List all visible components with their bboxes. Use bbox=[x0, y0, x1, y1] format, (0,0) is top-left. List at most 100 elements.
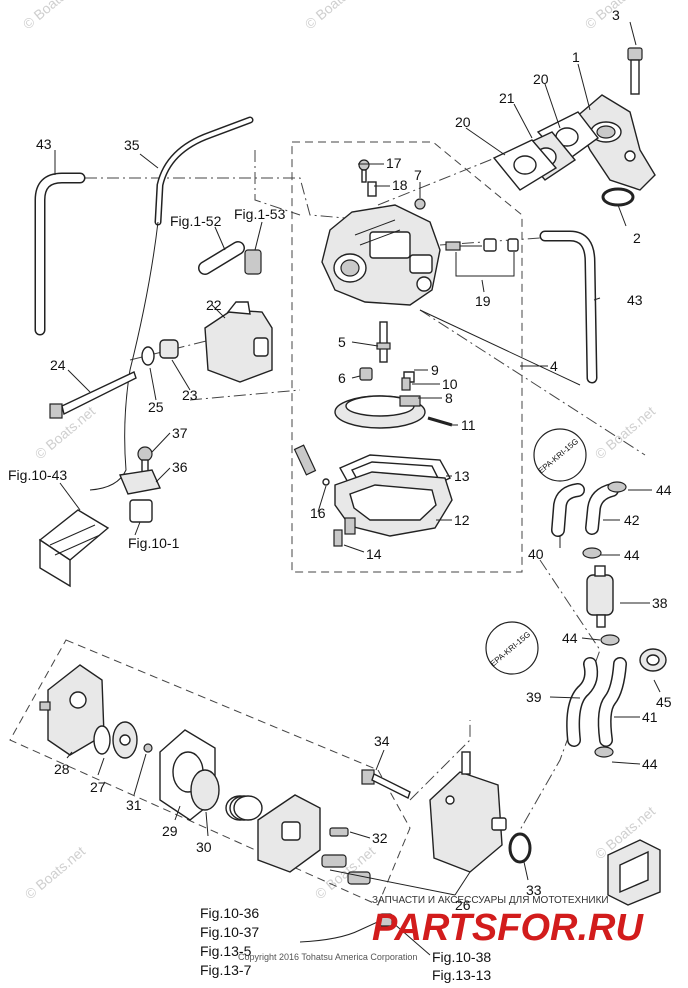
part-44-hose-clip-a bbox=[607, 481, 627, 493]
part-39-fuel-hose bbox=[566, 657, 599, 747]
figure-references: Fig.1-52 Fig.1-53 Fig.10-43 Fig.10-1 Fig… bbox=[8, 206, 491, 983]
label-part-27: 27 bbox=[90, 779, 106, 795]
label-part-40: 40 bbox=[528, 546, 544, 562]
watermark: © Boats.net bbox=[302, 0, 369, 32]
fig-ref-10-37: Fig.10-37 bbox=[200, 924, 259, 940]
label-part-14: 14 bbox=[366, 546, 382, 562]
part-34-bolt bbox=[361, 769, 411, 799]
label-part-1: 1 bbox=[572, 49, 580, 65]
fig1-53-clip bbox=[244, 249, 262, 275]
label-part-31: 31 bbox=[126, 797, 142, 813]
label-part-36: 36 bbox=[172, 459, 188, 475]
label-part-43: 43 bbox=[627, 292, 643, 308]
label-part-20: 20 bbox=[455, 114, 471, 130]
watermark: © Boats.net bbox=[22, 843, 89, 902]
part-27-valve bbox=[93, 725, 111, 755]
part-43-fuel-hose-left bbox=[34, 172, 86, 336]
part-27-diaphragm bbox=[112, 721, 138, 759]
part-10-needle-valve bbox=[401, 377, 411, 391]
fig-ref-10-38: Fig.10-38 bbox=[432, 949, 491, 965]
label-part-24: 24 bbox=[50, 357, 66, 373]
label-part-5: 5 bbox=[338, 334, 346, 350]
part-6-main-jet bbox=[359, 367, 373, 381]
part-30-diaphragm bbox=[190, 769, 220, 811]
carburetor-assembly-outline bbox=[291, 141, 523, 573]
part-5-main-nozzle bbox=[376, 321, 391, 363]
label-part-3: 3 bbox=[612, 7, 620, 23]
label-part-44: 44 bbox=[642, 756, 658, 772]
label-part-23: 23 bbox=[182, 387, 198, 403]
part-26-fuel-pump bbox=[429, 751, 507, 873]
part-36-cable-clamp bbox=[119, 469, 161, 523]
part-44-hose-clip-c bbox=[600, 634, 620, 646]
part-43-fuel-hose-right bbox=[539, 230, 598, 384]
copyright-text: Copyright 2016 Tohatsu America Corporati… bbox=[238, 952, 417, 962]
fuel-line-outlet bbox=[299, 913, 393, 943]
label-part-37: 37 bbox=[172, 425, 188, 441]
label-part-38: 38 bbox=[652, 595, 668, 611]
label-part-9: 9 bbox=[431, 362, 439, 378]
label-part-10: 10 bbox=[442, 376, 458, 392]
part-12-float-chamber bbox=[334, 471, 453, 537]
label-part-33: 33 bbox=[526, 882, 542, 898]
hose-stamp-tag-lower: EPA-KRI-15G bbox=[485, 621, 539, 675]
part-labels: 3 1 20 21 20 2 43 35 17 18 7 19 43 5 4 6… bbox=[36, 7, 672, 913]
part-16-drain-plug bbox=[293, 444, 330, 486]
part-25-washer bbox=[141, 346, 155, 366]
part-spring bbox=[225, 795, 263, 821]
label-part-8: 8 bbox=[445, 390, 453, 406]
part-33-o-ring bbox=[508, 832, 532, 864]
part-8-float bbox=[334, 395, 426, 429]
part-20-gasket-front bbox=[492, 139, 558, 191]
part-3-bolt bbox=[627, 47, 643, 95]
label-part-44: 44 bbox=[656, 482, 672, 498]
label-part-19: 19 bbox=[475, 293, 491, 309]
part-31-screw bbox=[143, 743, 153, 753]
part-45-grommet bbox=[639, 648, 667, 672]
label-part-20: 20 bbox=[533, 71, 549, 87]
part-38-fuel-filter bbox=[586, 565, 614, 628]
label-part-2: 2 bbox=[633, 230, 641, 246]
part-32-screw bbox=[329, 827, 349, 837]
hose-stamp-tag-upper: EPA-KRI-15G bbox=[533, 428, 587, 482]
inset-bracket-icon bbox=[607, 839, 661, 906]
part-28-pump-body bbox=[39, 664, 105, 756]
label-part-45: 45 bbox=[656, 694, 672, 710]
part-19-pilot-screw-set bbox=[445, 238, 519, 277]
label-part-26: 26 bbox=[455, 897, 471, 913]
label-part-41: 41 bbox=[642, 709, 658, 725]
fig-ref-13-5: Fig.13-5 bbox=[200, 943, 252, 959]
fig-ref-13-13: Fig.13-13 bbox=[432, 967, 491, 983]
part-22-silencer-cover bbox=[204, 301, 273, 383]
label-part-22: 22 bbox=[206, 297, 222, 313]
part-11-float-pin bbox=[427, 416, 453, 427]
part-24-long-bolt bbox=[49, 371, 137, 419]
part-23-collar bbox=[159, 339, 179, 359]
label-part-18: 18 bbox=[392, 177, 408, 193]
carburetor-body bbox=[321, 204, 441, 306]
part-42-fuel-hose bbox=[585, 483, 619, 535]
label-part-12: 12 bbox=[454, 512, 470, 528]
part-44-hose-clip-b bbox=[582, 547, 602, 559]
label-part-13: 13 bbox=[454, 468, 470, 484]
part-35-choke-cable bbox=[89, 116, 254, 491]
partsfor-brand-logo: PARTSFOR.RU bbox=[372, 907, 644, 949]
label-part-44: 44 bbox=[562, 630, 578, 646]
label-part-21: 21 bbox=[499, 90, 515, 106]
watermark: © Boats.net bbox=[592, 403, 659, 462]
part-44-hose-clip-d bbox=[594, 746, 614, 758]
label-part-35: 35 bbox=[124, 137, 140, 153]
label-part-11: 11 bbox=[461, 417, 476, 433]
fig-ref-13-7: Fig.13-7 bbox=[200, 962, 252, 978]
label-part-29: 29 bbox=[162, 823, 178, 839]
label-part-28: 28 bbox=[54, 761, 70, 777]
label-part-17: 17 bbox=[386, 155, 402, 171]
pump-cover bbox=[257, 794, 321, 873]
part-17-screw bbox=[358, 159, 370, 183]
fig1-52-hose bbox=[198, 241, 245, 275]
fig10-43-bracket bbox=[38, 509, 110, 588]
watermark: © Boats.net bbox=[20, 0, 87, 32]
label-part-39: 39 bbox=[526, 689, 542, 705]
label-part-16: 16 bbox=[310, 505, 326, 521]
banner-text: ЗАПЧАСТИ И АКСЕССУАРЫ ДЛЯ МОТОТЕХНИКИ bbox=[372, 895, 609, 906]
